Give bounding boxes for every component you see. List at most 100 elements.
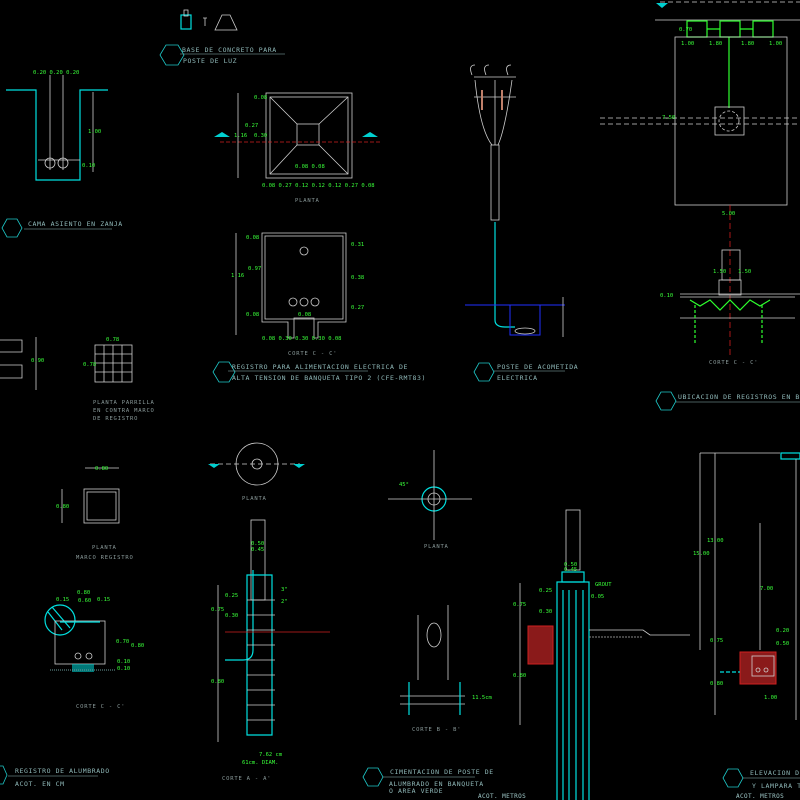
title-line: ELEVACION DE LU [750,769,800,777]
dimension-label: 1.00 [88,129,101,135]
cimentacion-columna: 0.50 0.45 0.25 0.05 0.75 0.30 0.80 GROUT [513,509,690,800]
dimension-label: 0.80 [710,681,723,687]
view-caption: MARCO REGISTRO [76,555,134,561]
dimension-label: 0.08 [254,95,267,101]
dimension-label: 0.10 [82,163,95,169]
title-line: CIMENTACION DE POSTE DE [390,768,494,776]
dimension-label: 7.62 cm [259,752,283,758]
marco-registro: 0.80 0.80 PLANTA MARCO REGISTRO [56,466,134,561]
dimension-label: 0.45 [251,547,264,553]
dimension-label: 0.60 [78,598,91,604]
title-ubicacion-registros: UBICACION DE REGISTROS EN BANQUETA [655,391,800,411]
dimension-label: 0.70 [116,639,129,645]
dimension-label: 0.15 [56,597,69,603]
dimension-label: 0.75 [710,638,723,644]
dimension-label: 0.38 [351,275,364,281]
dimension-label: 1.16 [231,273,244,279]
dimension-label: 13.00 [707,538,724,544]
dimension-label: 0.30 [225,613,238,619]
view-caption: CORTE C - C' [76,704,125,710]
dimension-label: 0.50 [251,541,264,547]
title-line: O AREA VERDE [389,787,443,795]
hexagon-marker [1,218,23,238]
elevacion-luminaria: 15.00 13.00 7.00 0.75 0.80 1.00 0.20 0.5… [693,452,800,720]
title-line: ALUMBRADO EN BANQUETA [389,780,484,788]
hexagon-marker [212,361,236,383]
dimension-label: 0.80 [513,673,526,679]
dimension-label: 0.08 0.08 [295,164,325,170]
dimension-label: 3" [281,587,288,593]
dimension-label: 0.10 [660,293,673,299]
title-line: CAMA ASIENTO EN ZANJA [28,220,123,228]
dimension-label: 0.75 [211,607,224,613]
view-caption: DE REGISTRO [93,416,138,422]
dimension-label: 0.08 0.27 0.12 0.12 0.12 0.27 0.08 [262,183,375,189]
dimension-label: 0.75 [513,602,526,608]
title-line: REGISTRO PARA ALIMENTACION ELECTRICA DE [232,363,408,371]
title-registro-at: REGISTRO PARA ALIMENTACION ELECTRICA DE … [212,361,426,383]
title-line: Y LAMPARA TIPO [752,782,800,790]
hexagon-marker [655,391,677,411]
dimension-label: 11.5cm [472,695,493,701]
title-cimentacion-poste: CIMENTACION DE POSTE DE ALUMBRADO EN BAN… [362,767,494,795]
hexagon-marker [473,362,495,382]
parrilla-detail: 0.90 0.78 0.78 PLANTA PARRILLA EN CONTRA… [0,337,155,422]
view-caption: PLANTA [295,198,320,204]
dimension-label: 1.80 [709,41,722,47]
title-line: UBICACION DE REGISTROS EN BANQUETA [678,393,800,401]
dimension-label: 0.15 [97,597,110,603]
dimension-label: 0.27 [351,305,364,311]
dimension-label: 1.50 [738,269,751,275]
dimension-label: 7.50 [662,115,675,121]
dimension-label: 1.16 [234,133,247,139]
dimension-label: 7.00 [760,586,773,592]
view-caption: CORTE B - B' [412,727,461,733]
cimentacion-poste: 45° PLANTA 11.5cm CORTE B - B' [388,450,493,733]
dimension-label: 0.80 [56,504,69,510]
dimension-label: 0.27 [245,123,258,129]
dimension-label: GROUT [595,582,612,588]
title-base-concreto: BASE DE CONCRETO PARA POSTE DE LUZ [159,44,285,66]
dimension-label: 0.08 [298,312,311,318]
dimension-label: 0.08 [246,235,259,241]
registro-planta: 0.08 0.27 1.16 0.30 0.08 0.08 0.08 0.27 … [214,92,380,204]
view-caption: PLANTA PARRILLA [93,400,155,406]
dimension-label: 1.00 [764,695,777,701]
dimension-label: 0.78 [83,362,96,368]
dimension-label: 0.08 [246,312,259,318]
poste-acometida [465,64,565,337]
dimension-label: 61cm. DIAM. [242,760,278,766]
dimension-label: 0.10 [117,659,130,665]
dimension-label: 1.80 [741,41,754,47]
dimension-label: 1.00 [681,41,694,47]
dimension-label: 0.50 [564,562,577,568]
dimension-label: 0.80 [95,466,108,472]
dimension-label: 0.10 [117,666,130,672]
view-caption: PLANTA [424,544,449,550]
view-caption: EN CONTRA MARCO [93,408,155,414]
dimension-label: 0.05 [591,594,604,600]
units-note: ACOT. METROS [478,793,526,800]
title-cama-asiento: CAMA ASIENTO EN ZANJA [1,218,123,238]
base-concreto-detail [180,9,238,31]
view-caption: CORTE C - C' [709,360,758,366]
title-line: POSTE DE LUZ [183,57,237,65]
dimension-label: 0.80 [131,643,144,649]
dimension-label: 0.97 [248,266,261,272]
title-line: POSTE DE ACOMETIDA [497,363,578,371]
registro-corte: 0.08 0.97 1.16 0.31 0.38 0.27 0.08 0.08 … [231,232,364,357]
title-line: REGISTRO DE ALUMBRADO [15,767,110,775]
registro-alumbrado-corte: 0.80 0.15 0.60 0.15 0.70 0.80 0.10 0.10 … [44,590,144,710]
title-line: ALTA TENSION DE BANQUETA TIPO 2 (CFE-RMT… [232,374,426,382]
dimension-label: 0.78 [106,337,119,343]
units-note: ACOT. METROS [736,793,784,800]
zanja-section: 0.20 0.20 0.20 1.00 0.10 [6,70,108,181]
dimension-label: 5.00 [722,211,735,217]
title-poste-acometida: POSTE DE ACOMETIDA ELECTRICA [473,362,578,382]
base-poste-corte-aa: PLANTA 0.50 0.45 0.75 0.25 0.30 0.80 3" … [208,442,330,782]
dimension-label: 0.08 0.30 0.30 0.30 0.08 [262,336,341,342]
ubicacion-registros: 0.70 1.00 1.80 1.80 1.00 7.50 5.00 1.50 … [600,1,800,366]
dimension-label: 0.70 [679,27,692,33]
view-caption: PLANTA [92,545,117,551]
